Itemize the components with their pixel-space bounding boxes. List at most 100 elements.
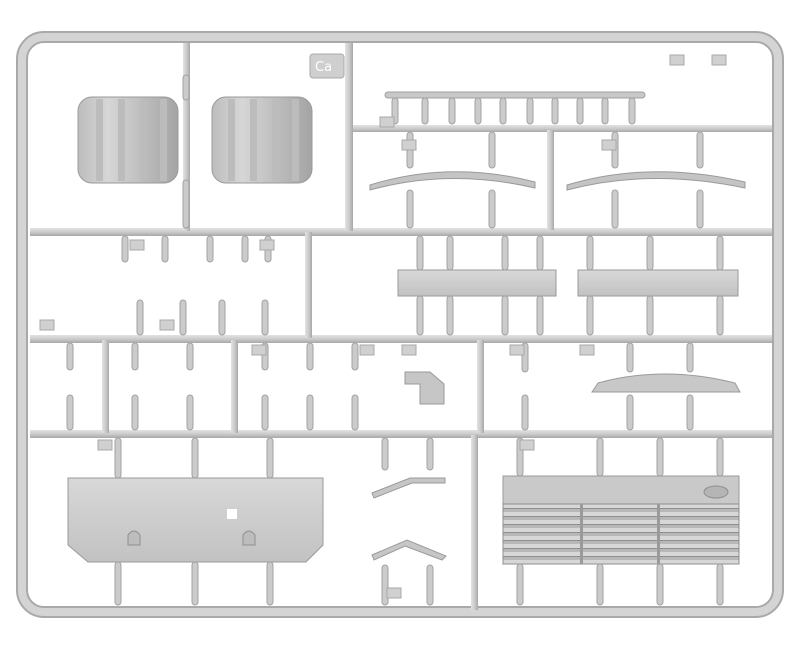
gate-stub — [656, 437, 664, 477]
gate-stub — [628, 97, 636, 125]
gate-stub — [611, 189, 619, 229]
gate-stub — [191, 561, 199, 606]
gate-stub — [626, 342, 634, 373]
gate-stub — [381, 564, 389, 606]
sprue-outer-frame — [16, 31, 784, 618]
gate-stub — [182, 74, 190, 101]
fuel-tank-right — [211, 96, 313, 184]
gate-stub — [66, 342, 74, 371]
gate-stub — [526, 97, 534, 125]
gate-stub — [306, 394, 314, 431]
gate-stub — [576, 97, 584, 125]
gate-stub — [448, 97, 456, 125]
gate-stub — [351, 342, 359, 371]
curved-fender-right — [566, 171, 746, 191]
part-number-tag — [251, 344, 267, 356]
gate-stub — [446, 235, 454, 271]
gate-stub — [261, 299, 269, 336]
bar-part-right — [577, 269, 739, 297]
fuel-tank-left — [77, 96, 179, 184]
gate-stub — [626, 394, 634, 431]
sprue-runners — [30, 125, 772, 438]
gate-stub — [66, 394, 74, 431]
gate-stub — [191, 437, 199, 479]
gate-stub — [206, 235, 214, 263]
gate-stub — [406, 189, 414, 229]
gate-stub — [241, 235, 249, 263]
gate-stub — [716, 235, 724, 271]
gate-stub — [351, 394, 359, 431]
gate-stub — [161, 235, 169, 263]
gate-stub — [696, 189, 704, 229]
sprue-code-tag: Ca — [309, 53, 345, 79]
gate-stub — [686, 394, 694, 431]
part-number-tag — [401, 344, 417, 356]
angled-link-lower — [371, 539, 447, 561]
gate-stub — [136, 299, 144, 336]
gate-stub — [474, 97, 482, 125]
gate-stub — [656, 563, 664, 606]
gate-stub — [131, 342, 139, 371]
curved-fender-left — [369, 171, 536, 191]
gate-stub — [716, 437, 724, 477]
gate-stub — [179, 299, 187, 336]
gate-stub — [521, 394, 529, 431]
gate-stub — [426, 437, 434, 471]
gate-stub — [306, 342, 314, 371]
gate-stub — [586, 295, 594, 336]
part-number-tag — [39, 319, 55, 331]
part-number-tag — [601, 139, 617, 151]
gate-stub — [501, 235, 509, 271]
gate-stub — [646, 295, 654, 336]
gate-stub — [536, 295, 544, 336]
gate-stub — [266, 561, 274, 606]
gate-stub — [499, 97, 507, 125]
gate-stub — [551, 97, 559, 125]
part-number-tag — [379, 116, 395, 128]
gate-stub — [536, 235, 544, 271]
gate-stub — [488, 131, 496, 169]
radiator-grille-part — [502, 475, 740, 565]
gate-stub — [114, 561, 122, 606]
part-number-tag — [359, 344, 375, 356]
gate-stub — [218, 299, 226, 336]
part-number-tag — [579, 344, 595, 356]
sprue-code-text: Ca — [315, 60, 332, 75]
part-number-tag — [509, 344, 525, 356]
gate-stub — [516, 563, 524, 606]
sprue-vertical-runners — [102, 43, 554, 610]
gate-stub — [716, 563, 724, 606]
gate-stub — [601, 97, 609, 125]
gate-stub — [416, 295, 424, 336]
gate-stub — [446, 295, 454, 336]
bar-part-left — [397, 269, 557, 297]
gate-stub — [421, 97, 429, 125]
gate-stub — [646, 235, 654, 271]
part-number-tag — [129, 239, 145, 251]
arched-bracket-part — [591, 373, 741, 393]
peg-strip-part — [384, 91, 646, 99]
part-number-tag — [159, 319, 175, 331]
gate-stub — [686, 342, 694, 373]
gate-stub — [121, 235, 129, 263]
part-number-tag — [711, 54, 727, 66]
gate-stub — [586, 235, 594, 271]
gate-stub — [596, 437, 604, 477]
gate-stub — [381, 437, 389, 471]
floor-plate-part — [67, 477, 324, 563]
part-number-tag — [401, 139, 417, 151]
part-number-tags — [39, 54, 727, 599]
gate-stub — [182, 179, 190, 229]
gate-stub — [266, 437, 274, 479]
gate-stub — [426, 564, 434, 606]
sprue-gates — [66, 74, 724, 606]
part-number-tag — [386, 587, 402, 599]
small-plate-part — [404, 371, 445, 405]
part-number-tag — [97, 439, 113, 451]
gate-stub — [186, 342, 194, 371]
gate-stub — [696, 131, 704, 169]
gate-stub — [501, 295, 509, 336]
gate-stub — [416, 235, 424, 271]
